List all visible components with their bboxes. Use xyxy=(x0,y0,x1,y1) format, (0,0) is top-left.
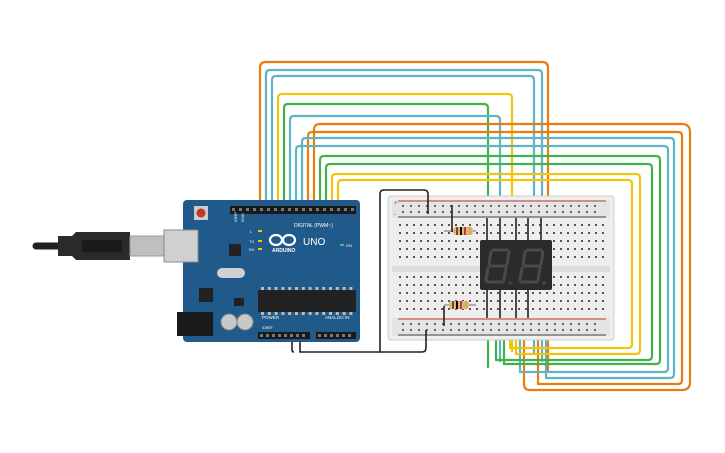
rail-bottom xyxy=(392,318,610,336)
wire-green-1[interactable] xyxy=(282,102,490,368)
wire-yellow-1[interactable] xyxy=(276,92,514,352)
wire-green-3[interactable] xyxy=(324,162,654,362)
capacitor-2 xyxy=(236,313,254,331)
wire-orange-2[interactable] xyxy=(312,122,692,392)
power-label: POWER xyxy=(262,315,280,320)
arduino-uno[interactable]: DIGITAL (PWM~) GND AREF POWER ANALOG IN … xyxy=(163,200,360,342)
l-led-label: L xyxy=(250,229,253,234)
digital-label: DIGITAL (PWM~) xyxy=(294,223,333,229)
tx-led-label: TX xyxy=(249,239,254,244)
resistor-bottom[interactable] xyxy=(444,301,476,309)
arduino-logo-icon xyxy=(268,233,297,247)
wire-yellow-2[interactable] xyxy=(330,172,642,356)
usb-cable[interactable] xyxy=(32,232,165,260)
crystal xyxy=(217,268,245,278)
usb-port xyxy=(163,229,199,263)
wire-black-3[interactable] xyxy=(380,330,427,353)
capacitor-1 xyxy=(220,313,238,331)
chip-pins xyxy=(261,287,353,315)
digital-header xyxy=(230,206,356,214)
wire-blue-3[interactable] xyxy=(288,114,502,362)
wire-orange-3[interactable] xyxy=(306,130,684,386)
reset-button[interactable] xyxy=(196,208,206,218)
power-jack xyxy=(177,312,213,336)
bottom-pins xyxy=(260,334,351,337)
wire-blue-1[interactable] xyxy=(264,68,544,362)
arduino-logo-text: ARDUINO xyxy=(272,248,295,254)
wire-orange-outer[interactable] xyxy=(258,60,550,372)
rail-minus-label: - xyxy=(394,212,396,218)
digital-pins xyxy=(232,208,354,211)
digit-2 xyxy=(518,248,545,284)
rail-plus-label: + xyxy=(394,201,398,207)
wire-black-gnd[interactable] xyxy=(299,189,429,353)
analog-label: ANALOG IN xyxy=(325,315,350,320)
wire-yellow-3[interactable] xyxy=(336,178,634,350)
aref-label: AREF xyxy=(233,211,238,222)
digit-1 xyxy=(484,248,511,284)
wire-blue-5[interactable] xyxy=(294,144,670,374)
wire-blue-2[interactable] xyxy=(270,74,536,355)
rail-top xyxy=(392,200,610,218)
gnd-label: GND xyxy=(240,213,245,222)
model-label: UNO xyxy=(303,237,325,248)
wire-black-gnd-2[interactable] xyxy=(291,334,295,353)
regulator xyxy=(199,288,213,302)
black-wires xyxy=(291,189,542,353)
rx-led-label: RX xyxy=(249,247,255,252)
resistor-top[interactable] xyxy=(444,227,476,235)
wire-blue-4[interactable] xyxy=(300,136,676,380)
breadboard-holes xyxy=(399,205,604,331)
wire-group xyxy=(258,60,692,392)
on-led-label: ON xyxy=(346,243,352,248)
ioref-label: IOREF xyxy=(262,326,273,330)
atmega-chip xyxy=(258,290,356,312)
seven-segment-display[interactable] xyxy=(480,240,552,290)
wire-green-2[interactable] xyxy=(318,154,662,366)
